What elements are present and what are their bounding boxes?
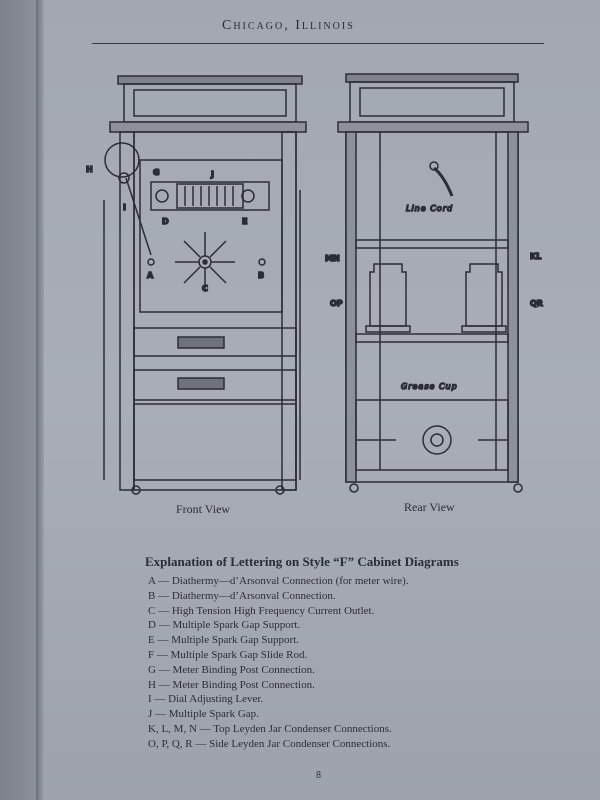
rear-view-drawing [337, 73, 529, 493]
legend-item: G — Meter Binding Post Connection. [148, 663, 315, 676]
legend-item: A — Diathermy—d’Arsonval Connection (for… [148, 575, 409, 587]
label-qr: QR [530, 299, 543, 308]
front-view-drawing [103, 75, 307, 495]
rear-view-caption: Rear View [404, 500, 455, 514]
label-mn: MN [325, 254, 340, 263]
legend-item: K, L, M, N — Top Leyden Jar Condenser Co… [148, 722, 392, 735]
legend-item: O, P, Q, R — Side Leyden Jar Condenser C… [148, 737, 391, 750]
label-grease-cup: Grease Cup [401, 382, 458, 391]
legend-item: H — Meter Binding Post Connection. [148, 678, 315, 691]
legend-title: Explanation of Lettering on Style “F” Ca… [145, 554, 459, 569]
label-c: C [202, 284, 208, 293]
legend-item: B — Diathermy—d’Arsonval Connection. [148, 589, 336, 602]
label-h: H [86, 165, 93, 174]
legend-item: D — Multiple Spark Gap Support. [148, 619, 301, 632]
book-gutter [36, 0, 44, 800]
legend-item: J — Multiple Spark Gap. [148, 708, 259, 721]
label-i: I [123, 203, 126, 212]
label-e: E [242, 217, 247, 226]
label-op: OP [330, 299, 343, 308]
label-b: B [258, 271, 264, 280]
legend-item: F — Multiple Spark Gap Slide Rod. [148, 648, 308, 661]
header-rule [92, 43, 544, 44]
label-line-cord: Line Cord [406, 204, 453, 213]
label-j: J [210, 170, 214, 179]
label-g: G [153, 168, 160, 177]
label-d: D [162, 217, 169, 226]
facing-page-edge [0, 0, 38, 800]
legend-item: I — Dial Adjusting Lever. [148, 693, 264, 706]
running-header: Chicago, Illinois [222, 18, 355, 33]
label-a: A [147, 271, 154, 280]
legend-item: E — Multiple Spark Gap Support. [148, 634, 299, 647]
label-kl: KL [530, 252, 541, 261]
legend-list: A — Diathermy—d’Arsonval Connection (for… [148, 574, 409, 752]
page-number: 8 [316, 770, 321, 781]
legend-item: C — High Tension High Frequency Current … [148, 604, 375, 617]
front-view-caption: Front View [176, 502, 231, 516]
